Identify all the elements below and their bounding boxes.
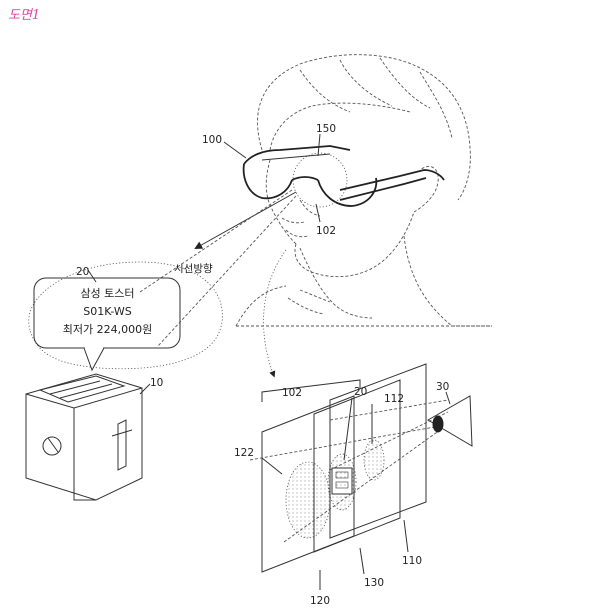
label-130: 130 bbox=[364, 577, 384, 589]
smart-glasses bbox=[242, 145, 445, 208]
label-102: 102 bbox=[316, 225, 336, 237]
bubble-price: 최저가 224,000원 bbox=[62, 323, 153, 336]
detail-arrow bbox=[263, 249, 287, 378]
label-100: 100 bbox=[202, 134, 222, 146]
layer-120-image bbox=[285, 461, 331, 539]
view-cone-lower bbox=[157, 195, 297, 347]
label-20-bubble: 20 bbox=[76, 266, 89, 278]
bubble-model: S01K-WS bbox=[83, 305, 132, 318]
info-bubble bbox=[28, 261, 223, 372]
view-cone-upper bbox=[139, 189, 293, 293]
toaster bbox=[25, 373, 151, 501]
label-10: 10 bbox=[150, 377, 163, 389]
lens-stack bbox=[249, 363, 473, 590]
head-silhouette bbox=[235, 54, 492, 327]
label-112: 112 bbox=[384, 393, 404, 405]
gaze-arrow bbox=[194, 191, 297, 249]
label-20-stack: 20 bbox=[354, 386, 367, 398]
bubble-product-name: 삼성 토스터 bbox=[80, 287, 135, 300]
label-110: 110 bbox=[402, 555, 422, 567]
label-gaze-direction: 시선방향 bbox=[174, 263, 213, 275]
label-102-stack: 102 bbox=[282, 387, 302, 399]
label-150: 150 bbox=[316, 123, 336, 135]
label-122: 122 bbox=[234, 447, 254, 459]
label-30: 30 bbox=[436, 381, 449, 393]
label-120: 120 bbox=[310, 595, 330, 607]
figure-title: 도면1 bbox=[8, 8, 41, 23]
glasses-leaders bbox=[223, 133, 321, 223]
